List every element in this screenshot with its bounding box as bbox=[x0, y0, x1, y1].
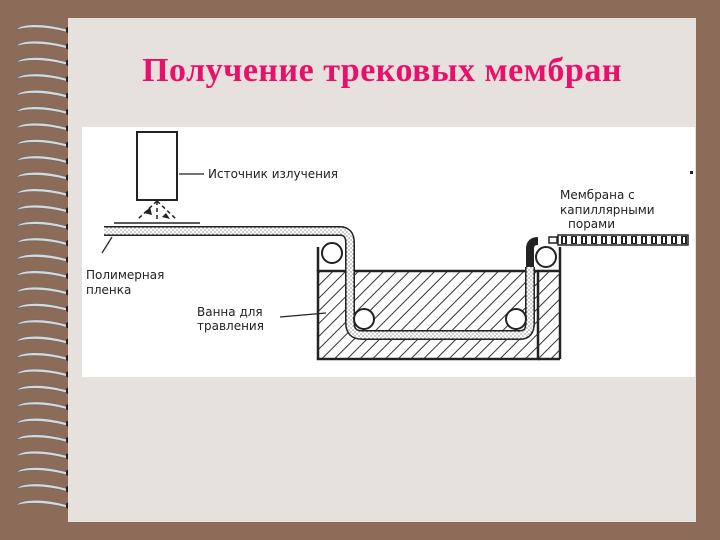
spiral-ring bbox=[14, 40, 75, 50]
spiral-ring bbox=[14, 335, 75, 345]
dot-mark bbox=[690, 171, 693, 174]
spiral-ring bbox=[14, 237, 75, 247]
polymer-film bbox=[104, 226, 539, 340]
membrane-production-diagram: Источник излучения Мембрана с капиллярны… bbox=[82, 127, 695, 377]
radiation-source bbox=[114, 131, 200, 224]
label-etching-bath-line1: Ванна для bbox=[197, 305, 263, 319]
spiral-ring bbox=[14, 286, 75, 296]
spiral-ring bbox=[14, 139, 75, 149]
spiral-ring bbox=[14, 319, 75, 329]
spiral-ring bbox=[14, 253, 75, 263]
spiral-ring bbox=[14, 467, 75, 477]
spiral-ring bbox=[14, 89, 75, 99]
label-radiation-source: Источник излучения bbox=[208, 167, 338, 181]
spiral-ring bbox=[14, 73, 75, 83]
label-etching-bath-line2: травления bbox=[197, 319, 264, 333]
spiral-ring bbox=[14, 57, 75, 67]
rollers bbox=[321, 242, 557, 330]
spiral-ring bbox=[14, 352, 75, 362]
spiral-ring bbox=[14, 499, 75, 509]
label-polymer-film-line1: Полимерная bbox=[86, 268, 164, 282]
label-membrane-line3: порами bbox=[568, 217, 615, 231]
spiral-ring bbox=[14, 106, 75, 116]
label-polymer-film-line2: пленка bbox=[86, 283, 131, 297]
spiral-ring bbox=[14, 204, 75, 214]
spiral-ring bbox=[14, 155, 75, 165]
leader-lines bbox=[101, 173, 327, 318]
spiral-ring bbox=[14, 171, 75, 182]
spiral-ring bbox=[14, 483, 75, 493]
spiral-ring bbox=[14, 188, 75, 198]
spiral-ring bbox=[14, 122, 75, 132]
slide-title: Получение трековых мембран bbox=[142, 52, 622, 89]
spiral-ring bbox=[14, 434, 75, 444]
spiral-ring bbox=[14, 270, 75, 280]
spiral-ring bbox=[14, 303, 75, 313]
label-membrane-line2: капиллярными bbox=[560, 203, 655, 217]
spiral-ring bbox=[14, 221, 75, 231]
spiral-ring bbox=[14, 24, 75, 34]
spiral-ring bbox=[14, 401, 75, 411]
spiral-ring bbox=[14, 417, 75, 427]
spiral-ring bbox=[14, 450, 75, 460]
label-membrane-line1: Мембрана с bbox=[560, 188, 635, 202]
membrane-with-pores bbox=[557, 234, 689, 246]
spiral-ring bbox=[14, 385, 75, 395]
spiral-ring bbox=[14, 368, 75, 378]
radiation-rays bbox=[136, 200, 178, 221]
